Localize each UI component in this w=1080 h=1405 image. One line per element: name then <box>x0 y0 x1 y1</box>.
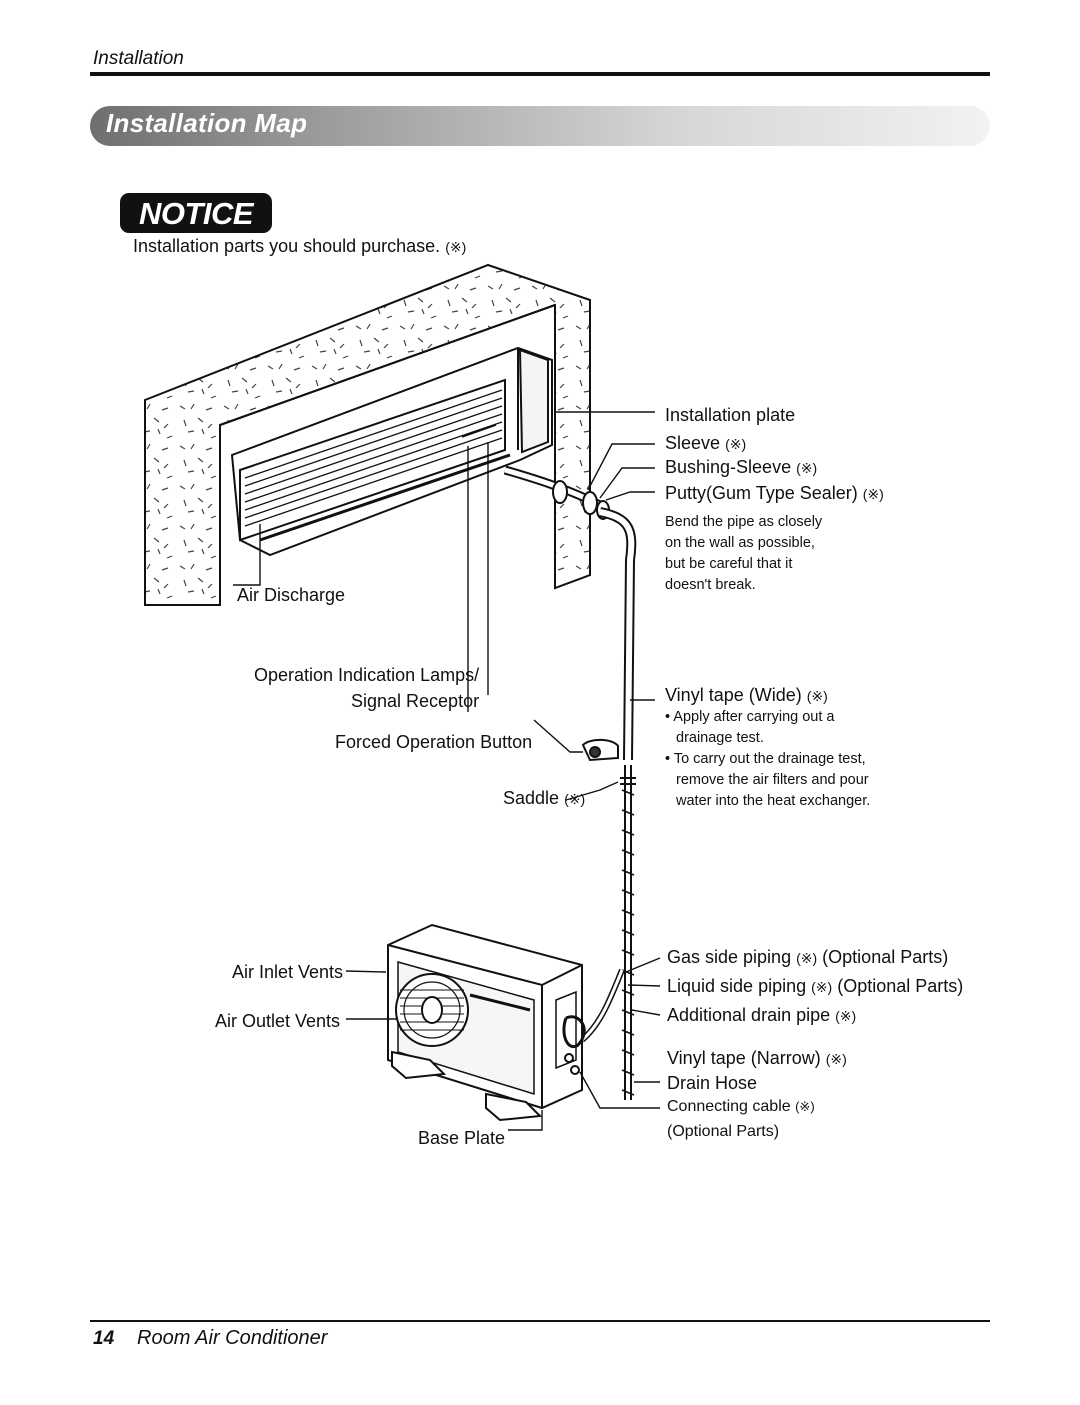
header-rule <box>90 72 990 76</box>
bend-pipe-note: Bend the pipe as closely on the wall as … <box>665 512 822 596</box>
page-title: Installation Map <box>106 108 308 138</box>
purchase-mark: (※) <box>806 688 828 704</box>
label-gas-piping: Gas side piping (※) (Optional Parts) <box>667 948 948 966</box>
leader-lines <box>233 411 661 1131</box>
label-saddle: Saddle (※) <box>503 789 585 807</box>
vinyl-note-line: • To carry out the drainage test, remove… <box>665 751 871 809</box>
label-drain-pipe: Additional drain pipe (※) <box>667 1006 856 1024</box>
label-bushing-sleeve-text: Bushing-Sleeve <box>665 457 792 477</box>
label-sleeve: Sleeve (※) <box>665 434 746 452</box>
label-sleeve-text: Sleeve <box>665 433 721 453</box>
label-forced-operation-button: Forced Operation Button <box>335 732 533 752</box>
purchase-mark: (※) <box>795 1099 815 1114</box>
purchase-mark: (※) <box>811 979 833 995</box>
label-connecting-cable-text: Connecting cable <box>667 1098 791 1115</box>
purchase-mark: (※) <box>835 1008 857 1024</box>
label-air-discharge: Air Discharge <box>237 585 346 605</box>
label-liquid-piping: Liquid side piping (※) (Optional Parts) <box>667 977 963 995</box>
base-plates <box>391 1050 543 1122</box>
label-signal-receptor: Signal Receptor <box>351 691 480 711</box>
label-air-outlet-vents: Air Outlet Vents <box>215 1011 341 1031</box>
footer-rule <box>90 1320 990 1322</box>
purchase-mark: (※) <box>796 460 818 476</box>
indoor-unit <box>230 346 553 557</box>
vertical-pipe <box>580 507 637 1100</box>
notice-badge <box>120 193 272 233</box>
wall <box>144 263 591 606</box>
label-air-inlet-vents: Air Inlet Vents <box>232 962 344 982</box>
outdoor-unit <box>387 923 586 1110</box>
bend-note-line: but be careful that it <box>665 556 793 572</box>
page-number: 14 <box>93 1328 115 1349</box>
title-banner <box>90 106 990 146</box>
notice-badge-label: NOTICE <box>138 196 254 231</box>
vinyl-tape-notes: • Apply after carrying out a drainage te… <box>665 707 875 812</box>
purchase-mark: (※) <box>796 950 818 966</box>
label-optional-parts: (Optional Parts) <box>837 976 964 996</box>
notice-text-body: Installation parts you should purchase. <box>133 236 441 256</box>
label-putty: Putty(Gum Type Sealer) (※) <box>665 484 884 502</box>
bend-note-line: Bend the pipe as closely <box>665 514 823 530</box>
section-header: Installation <box>93 48 184 69</box>
label-optional-parts-cable: (Optional Parts) <box>667 1123 780 1140</box>
label-optional-parts: (Optional Parts) <box>822 947 949 967</box>
vinyl-note-line: • Apply after carrying out a drainage te… <box>665 709 835 746</box>
label-vinyl-narrow-text: Vinyl tape (Narrow) <box>667 1048 821 1068</box>
label-liquid-piping-text: Liquid side piping <box>667 976 807 996</box>
notice-text: Installation parts you should purchase. … <box>133 237 466 255</box>
bend-note-line: on the wall as possible, <box>665 535 815 551</box>
label-installation-plate: Installation plate <box>665 405 796 425</box>
purchase-mark: (※) <box>862 486 884 502</box>
label-vinyl-wide-text: Vinyl tape (Wide) <box>665 685 802 705</box>
pipe-through-wall <box>503 465 610 520</box>
saddle <box>581 738 636 785</box>
label-bushing-sleeve: Bushing-Sleeve (※) <box>665 458 817 476</box>
label-operation-lamps: Operation Indication Lamps/ <box>254 665 480 685</box>
purchase-mark: (※) <box>825 1051 847 1067</box>
label-vinyl-narrow: Vinyl tape (Narrow) (※) <box>667 1049 847 1067</box>
label-vinyl-wide: Vinyl tape (Wide) (※) <box>665 686 828 704</box>
bend-note-line: doesn't break. <box>665 577 756 593</box>
label-drain-pipe-text: Additional drain pipe <box>667 1005 831 1025</box>
label-saddle-text: Saddle <box>503 788 560 808</box>
label-drain-hose: Drain Hose <box>667 1073 758 1093</box>
label-gas-piping-text: Gas side piping <box>667 947 792 967</box>
footer-title: Room Air Conditioner <box>137 1327 328 1349</box>
label-connecting-cable: Connecting cable (※) <box>667 1099 815 1115</box>
label-putty-text: Putty(Gum Type Sealer) <box>665 483 858 503</box>
purchase-mark: (※) <box>725 436 747 452</box>
purchase-mark: (※) <box>445 239 467 255</box>
label-base-plate: Base Plate <box>418 1128 506 1148</box>
purchase-mark: (※) <box>564 791 586 807</box>
